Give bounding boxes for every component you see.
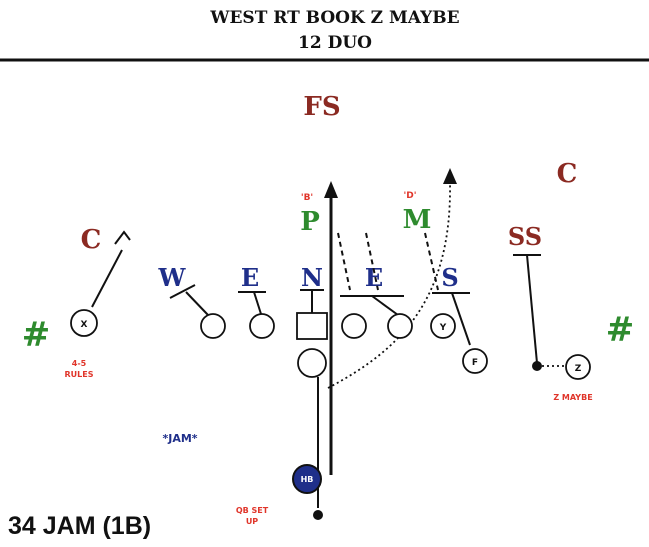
defender-c-left: C bbox=[81, 225, 102, 255]
x-rule-line2: RULES bbox=[65, 370, 94, 379]
defender-w: W bbox=[158, 263, 187, 292]
y-receiver bbox=[430, 313, 456, 339]
x-receiver bbox=[70, 309, 98, 337]
defender-p: P bbox=[300, 207, 320, 237]
defender-s: S bbox=[441, 263, 458, 292]
s-route bbox=[451, 292, 471, 346]
defender-fs: FS bbox=[303, 92, 340, 122]
hb-run-arrow-icon bbox=[324, 181, 338, 198]
qb-setup-point bbox=[313, 510, 323, 520]
gap-b-label: 'B' bbox=[301, 193, 313, 203]
w-mark bbox=[169, 284, 196, 299]
center bbox=[296, 312, 328, 340]
z-receiver bbox=[565, 354, 591, 380]
w-route bbox=[185, 291, 209, 316]
gap-d-label: 'D' bbox=[404, 191, 417, 201]
c-left-route bbox=[91, 249, 123, 308]
m-read-dash bbox=[365, 232, 379, 291]
defender-e-left: E bbox=[241, 263, 259, 292]
personnel-title: 12 DUO bbox=[298, 33, 372, 53]
hash-right-icon: # bbox=[606, 310, 635, 350]
quarterback bbox=[297, 348, 327, 378]
defender-m: M bbox=[403, 205, 432, 235]
x-rule-line1: 4-5 bbox=[72, 359, 87, 368]
hash-left-icon: # bbox=[22, 315, 51, 355]
qb-setup-line2: UP bbox=[246, 517, 258, 526]
c-left-route-head bbox=[114, 230, 131, 245]
x-label: X bbox=[81, 320, 88, 330]
f-back bbox=[462, 348, 488, 374]
route-dotted-arrow-icon bbox=[443, 168, 457, 184]
formation-title: WEST RT BOOK Z MAYBE bbox=[209, 8, 459, 28]
d-read-dash bbox=[424, 232, 439, 291]
left-guard bbox=[249, 313, 275, 339]
z-label: Z bbox=[575, 364, 582, 374]
qb-setup-line1: QB SET bbox=[236, 506, 269, 515]
play-name: 34 JAM (1B) bbox=[8, 512, 151, 540]
p-read-dash bbox=[337, 232, 351, 291]
z-maybe-note: Z MAYBE bbox=[553, 393, 592, 402]
hb-label: HB bbox=[301, 475, 314, 484]
f-label: F bbox=[472, 358, 478, 368]
left-tackle bbox=[200, 313, 226, 339]
right-guard bbox=[341, 313, 367, 339]
defender-c-right: C bbox=[557, 159, 578, 189]
defender-e-right: E bbox=[365, 263, 383, 292]
right-tackle bbox=[387, 313, 413, 339]
jam-note: *JAM* bbox=[162, 432, 197, 445]
route-dotted bbox=[327, 181, 451, 389]
defender-n: N bbox=[301, 263, 323, 292]
e-right-route bbox=[371, 295, 399, 316]
defender-ss: SS bbox=[508, 222, 542, 251]
e-left-route bbox=[253, 291, 262, 315]
z-motion-point bbox=[532, 361, 542, 371]
ss-route bbox=[526, 254, 538, 364]
halfback bbox=[292, 464, 322, 494]
y-label: Y bbox=[439, 323, 447, 333]
